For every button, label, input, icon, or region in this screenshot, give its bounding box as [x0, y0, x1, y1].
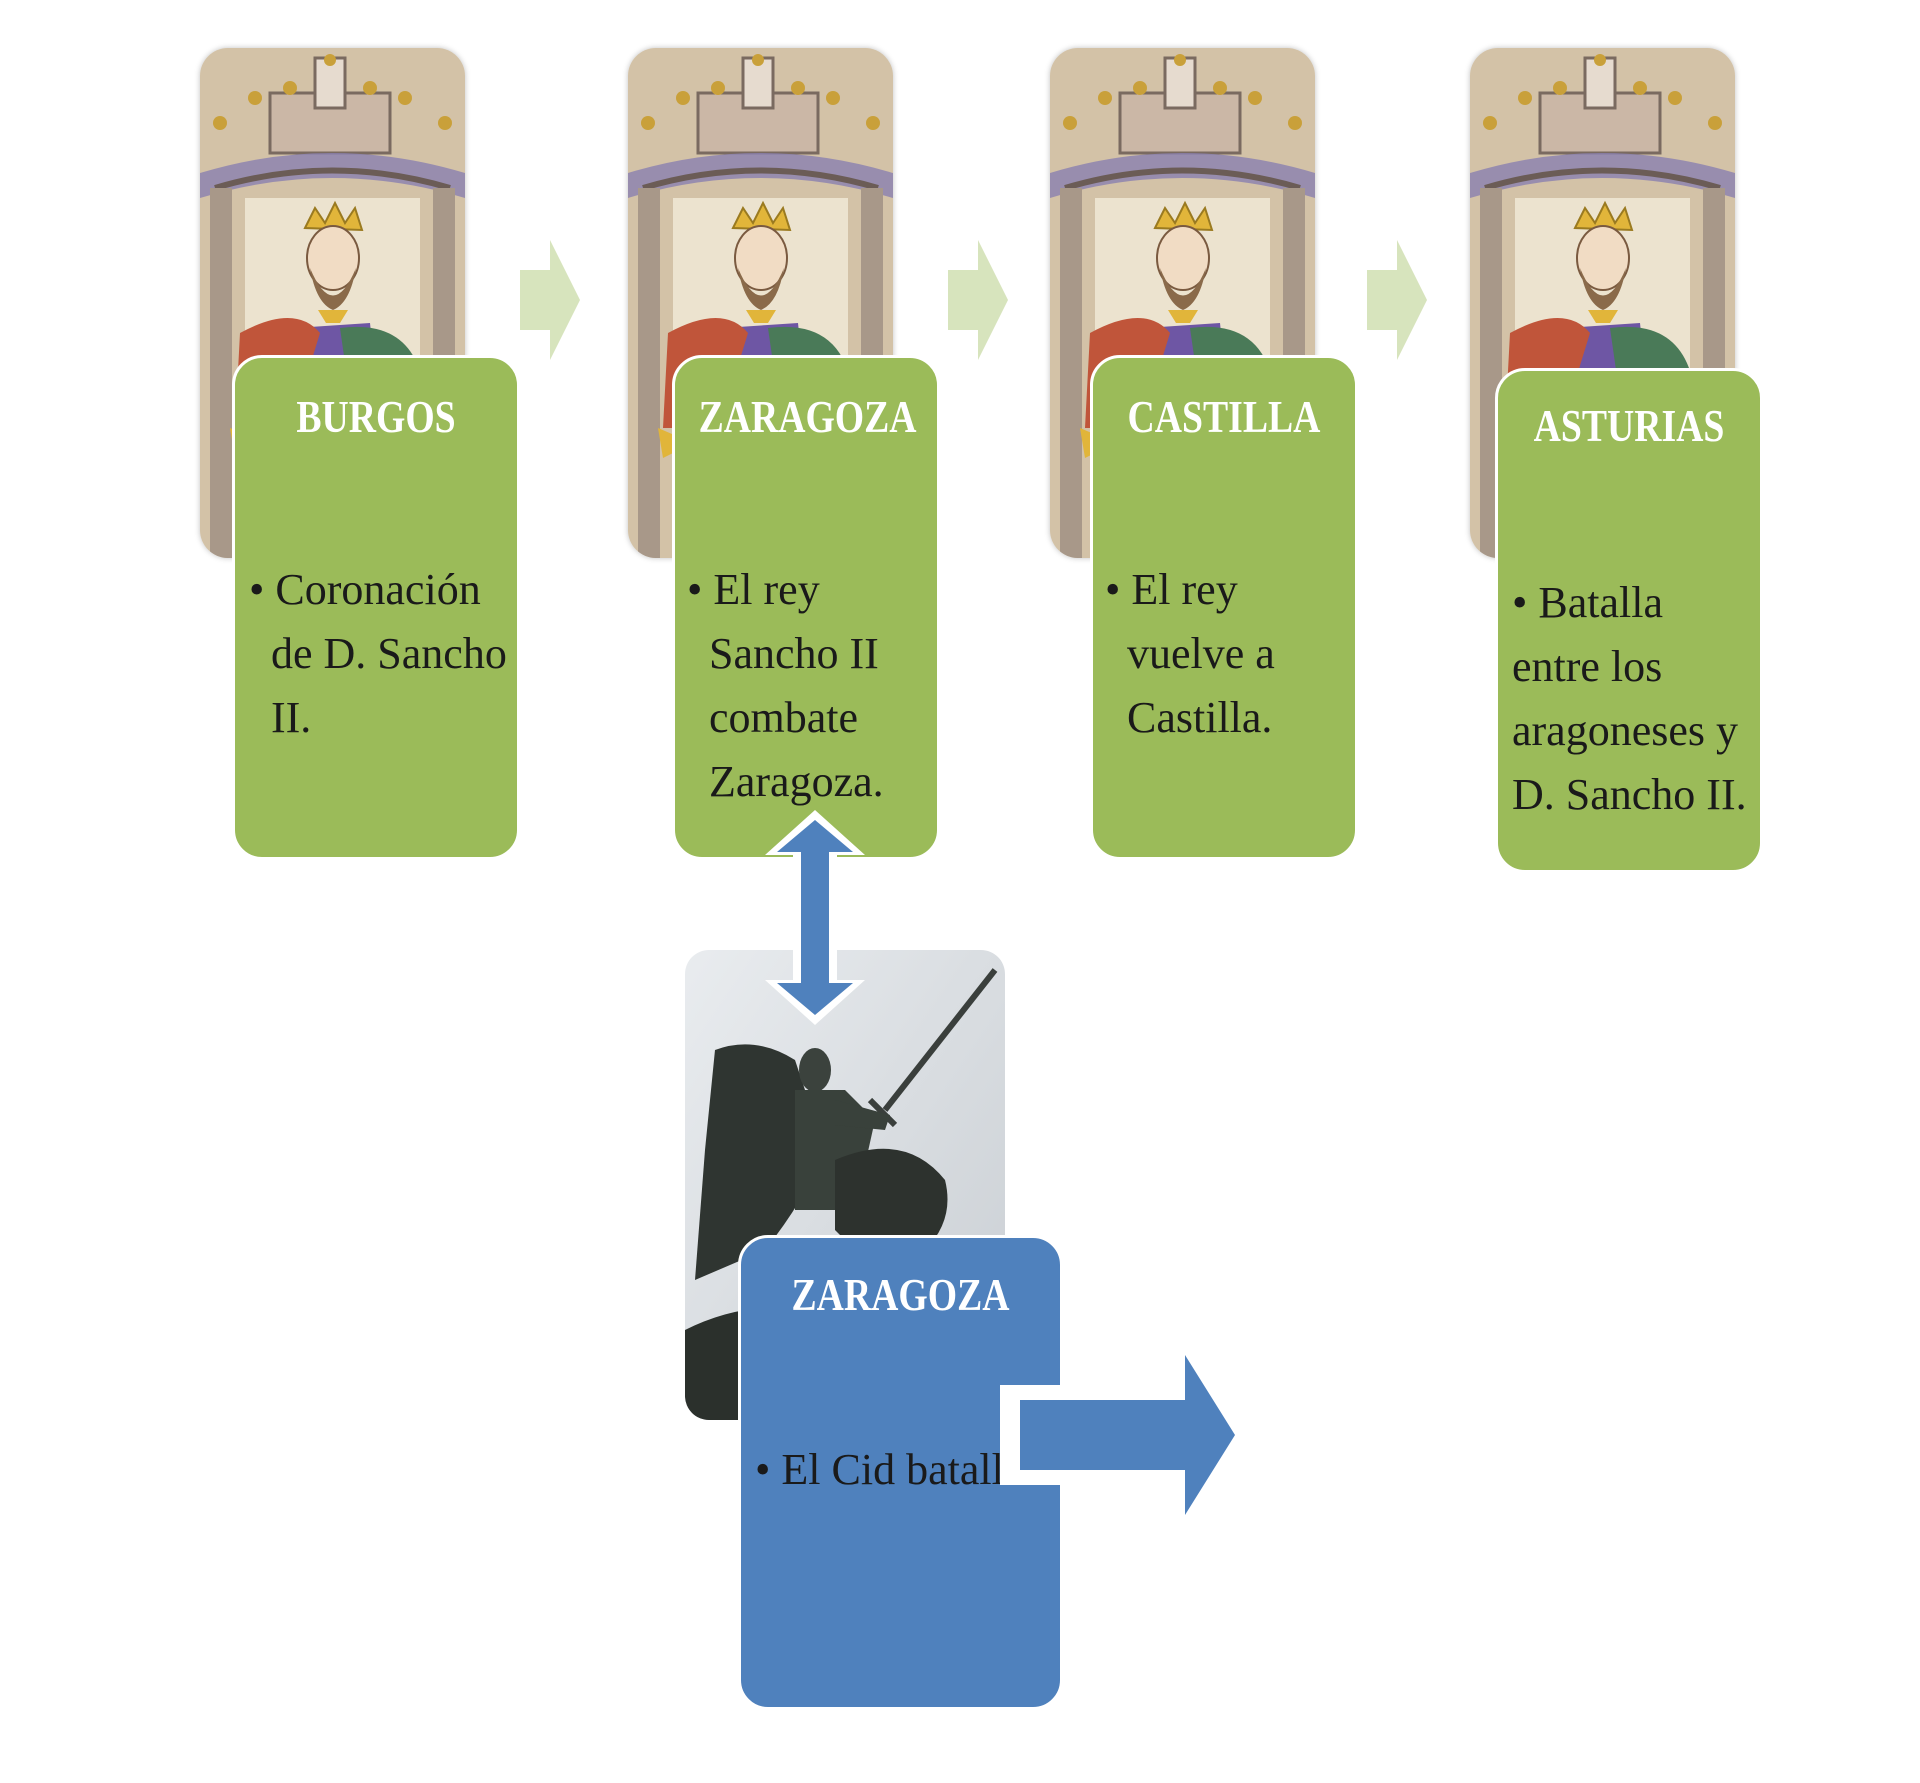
- right-arrow-icon: [1367, 240, 1427, 360]
- card-text: El rey vuelve a Castilla.: [1127, 565, 1275, 742]
- event-card-burgos: BURGOS • Coronación de D. Sancho II.: [232, 355, 520, 860]
- bullet: •: [687, 565, 703, 614]
- card-text: Coronación de D. Sancho II.: [271, 565, 507, 742]
- event-card-castilla: CASTILLA • El rey vuelve a Castilla.: [1090, 355, 1358, 860]
- card-text: Batalla entre los aragoneses y D. Sancho…: [1512, 578, 1747, 819]
- card-bullet-text: • El Cid batalla.: [755, 1438, 1050, 1502]
- bullet: •: [755, 1445, 771, 1494]
- card-title: ZARAGOZA: [698, 391, 917, 442]
- event-card-cid-zaragoza: ZARAGOZA • El Cid batalla.: [738, 1235, 1063, 1710]
- bullet: •: [1105, 565, 1121, 614]
- card-bullet-text: • El rey Sancho II combate Zaragoza.: [687, 558, 927, 814]
- card-title: ZARAGOZA: [791, 1269, 1010, 1320]
- card-title: ASTURIAS: [1533, 400, 1725, 451]
- card-title: BURGOS: [296, 391, 456, 442]
- bullet: •: [249, 565, 265, 614]
- card-title: CASTILLA: [1127, 391, 1321, 442]
- card-text: El rey Sancho II combate Zaragoza.: [709, 565, 884, 806]
- right-arrow-icon: [520, 240, 580, 360]
- card-text: El Cid batalla.: [781, 1445, 1035, 1494]
- double-arrow-icon: [765, 810, 865, 1025]
- event-card-asturias: ASTURIAS • Batalla entre los aragoneses …: [1495, 368, 1763, 873]
- bullet: •: [1512, 578, 1528, 627]
- right-arrow-icon: [948, 240, 1008, 360]
- right-arrow-icon: [1000, 1330, 1250, 1540]
- card-bullet-text: • El rey vuelve a Castilla.: [1105, 558, 1345, 750]
- card-bullet-text: • Batalla entre los aragoneses y D. Sanc…: [1512, 571, 1750, 827]
- card-bullet-text: • Coronación de D. Sancho II.: [249, 558, 507, 750]
- event-card-zaragoza: ZARAGOZA • El rey Sancho II combate Zara…: [672, 355, 940, 860]
